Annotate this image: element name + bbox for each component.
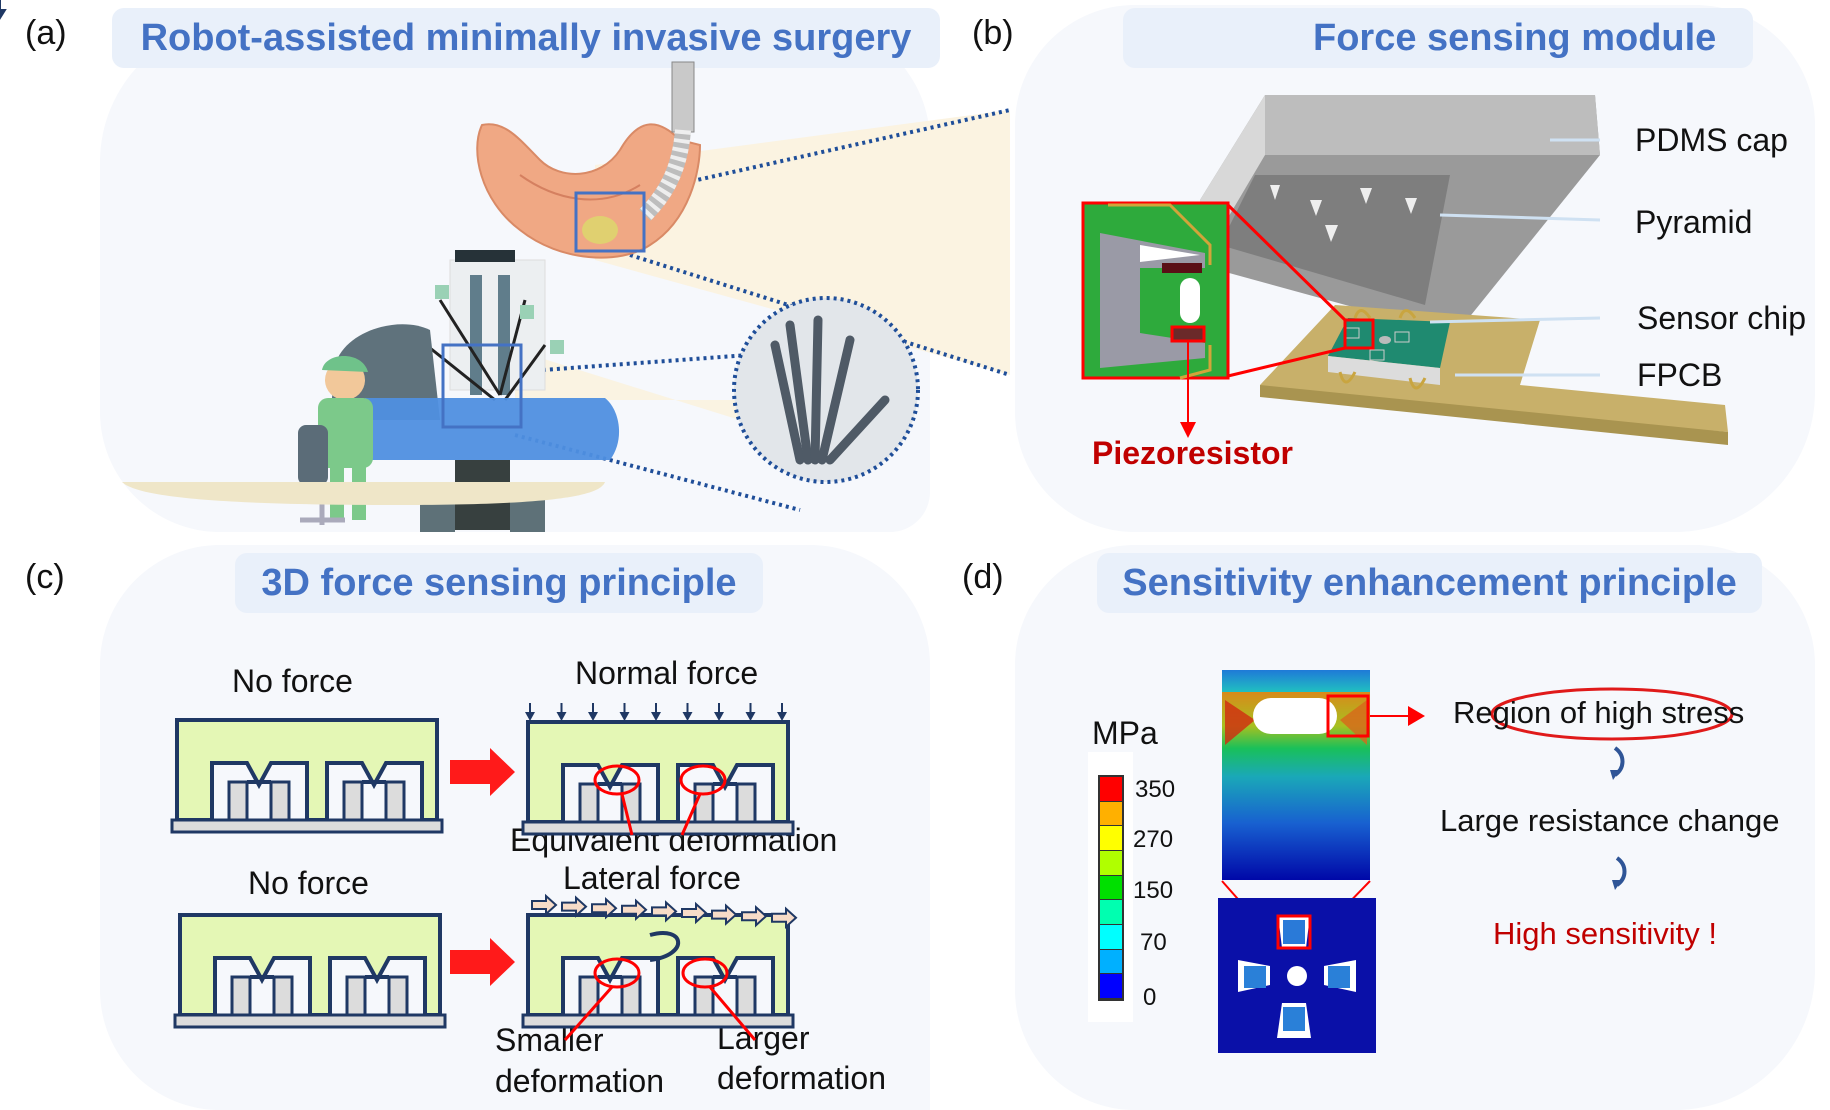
lateral-force-arrow	[771, 906, 798, 930]
normal-force-arrow	[651, 703, 661, 721]
lateral-force-arrow-row	[531, 893, 798, 930]
panel-a-label: (a)	[25, 14, 67, 52]
colorbar-tick-0: 0	[1143, 984, 1157, 1011]
normal-force-arrow	[777, 703, 787, 721]
piezoresistor-label: Piezoresistor	[1092, 435, 1293, 471]
caption-normal-force: Normal force	[575, 655, 759, 691]
panel-b-title: Force sensing module	[1123, 8, 1753, 68]
callout-pdms-cap: PDMS cap	[1635, 122, 1788, 158]
tumor-icon	[582, 216, 618, 244]
lateral-force-arrow	[561, 895, 588, 918]
colorbar-segment	[1100, 974, 1122, 1000]
label-larger-deformation: deformation	[717, 1060, 886, 1096]
normal-force-arrow	[525, 703, 535, 721]
chip-highlight-box	[1343, 318, 1375, 350]
lateral-force-arrow	[591, 896, 618, 920]
lateral-force-arrow	[681, 901, 708, 925]
flow-large-resistance-change: Large resistance change	[1440, 803, 1780, 838]
lateral-force-arrow	[651, 900, 678, 923]
caption-no-force-2: No force	[248, 865, 369, 901]
floor	[122, 482, 605, 505]
normal-force-arrow-row	[525, 703, 787, 721]
panel-d	[1015, 545, 1815, 1110]
highlight-box-robot	[441, 343, 523, 429]
lateral-force-arrow	[741, 904, 768, 928]
highlight-box-stomach	[574, 191, 646, 253]
piezoresistor-inset	[1081, 201, 1230, 380]
colorbar-segment	[1100, 949, 1122, 975]
sensor-chip-icon	[1328, 309, 1450, 390]
deformation-circle-normal-left	[593, 764, 641, 796]
stress-beam-top	[1222, 670, 1370, 692]
panel-a-title: Robot-assisted minimally invasive surger…	[112, 8, 940, 68]
surgical-robot-icon	[410, 250, 564, 402]
deformation-circle-normal-right	[679, 764, 727, 796]
normal-force-arrow	[556, 703, 567, 721]
panel-b-label: (b)	[972, 14, 1014, 52]
normal-force-arrow	[619, 703, 630, 721]
deformation-circle-lateral-right	[681, 957, 729, 989]
lateral-force-arrow	[711, 903, 738, 926]
surgeon-icon	[298, 356, 373, 525]
caption-no-force-1: No force	[232, 663, 353, 699]
colorbar-segment	[1100, 875, 1122, 901]
normal-force-arrow	[714, 703, 724, 721]
colorbar-segment	[1100, 900, 1122, 926]
high-stress-arrow	[1408, 706, 1425, 726]
lateral-force-arrow	[621, 898, 648, 922]
transition-arrow-2	[450, 938, 515, 986]
normal-force-arrow	[745, 703, 756, 721]
transition-arrow-1	[450, 748, 515, 796]
caption-lateral-force: Lateral force	[563, 860, 741, 896]
colorbar-segment	[1100, 826, 1122, 852]
colorbar-segment	[1100, 801, 1122, 827]
flow-high-sensitivity: High sensitivity !	[1493, 916, 1717, 951]
callout-sensor-chip: Sensor chip	[1637, 300, 1806, 336]
colorbar-segment	[1100, 851, 1122, 876]
colorbar-segment	[1100, 925, 1122, 950]
callout-fpcb: FPCB	[1637, 357, 1723, 393]
label-smaller-deformation: deformation	[495, 1063, 664, 1099]
panel-c-title: 3D force sensing principle	[235, 553, 763, 613]
panel-d-title: Sensitivity enhancement principle	[1097, 553, 1762, 613]
normal-force-arrows	[0, 0, 7, 20]
high-stress-ellipse	[1490, 687, 1734, 741]
slot-hole	[1253, 698, 1337, 734]
colorbar-segment	[1100, 777, 1122, 802]
colorbar-tick-150: 150	[1133, 877, 1174, 904]
flow-region-of-high-stress: Region of high stress	[1453, 695, 1745, 730]
surgical-instruments-icon	[770, 315, 890, 465]
piezoresistor-arrow	[1180, 422, 1196, 438]
panel-d-label: (d)	[962, 558, 1004, 596]
callout-pyramid: Pyramid	[1635, 204, 1753, 240]
deformation-circle-lateral-left	[593, 957, 641, 989]
zoom-wedge	[595, 110, 1010, 375]
chip-top-highlight-box	[1276, 914, 1312, 950]
colorbar-tick-70: 70	[1140, 929, 1167, 956]
lateral-force-arrow	[531, 893, 558, 917]
endoscope-icon	[639, 61, 695, 221]
rotation-arrow-icon	[649, 931, 681, 962]
colorbar-unit: MPa	[1092, 715, 1158, 751]
colorbar-tick-350: 350	[1135, 776, 1176, 803]
high-stress-highlight-box	[1326, 694, 1370, 738]
colorbar	[1098, 775, 1124, 1001]
normal-force-arrow	[588, 703, 598, 721]
panel-c-label: (c)	[25, 558, 65, 596]
instrument-closeup-circle	[732, 296, 920, 484]
callout-lines	[1429, 138, 1601, 377]
pdms-cap-icon	[1200, 95, 1600, 335]
patient-table-icon	[365, 398, 620, 460]
surgeon-console-icon	[330, 324, 440, 420]
colorbar-tick-270: 270	[1133, 826, 1174, 853]
normal-force-arrow	[682, 703, 693, 721]
